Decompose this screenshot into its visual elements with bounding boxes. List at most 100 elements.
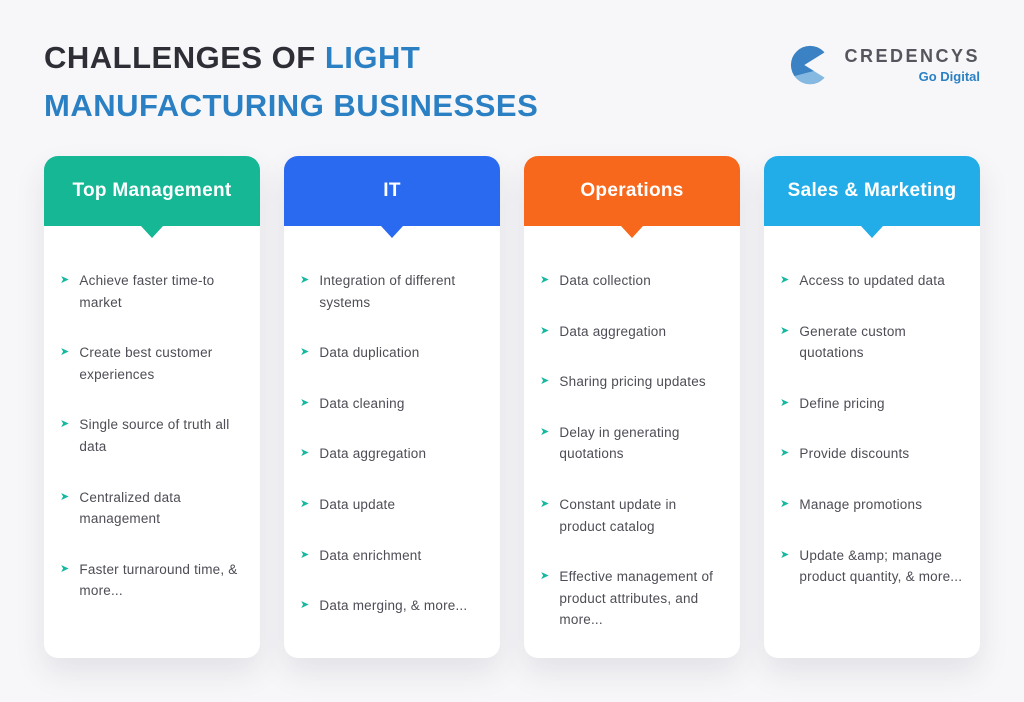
- arrow-bullet-icon: ➤: [60, 562, 70, 575]
- arrow-bullet-icon: ➤: [300, 548, 310, 561]
- logo-tagline: Go Digital: [918, 69, 980, 84]
- challenge-list: ➤ Data collection ➤ Data aggregation ➤ Shar…: [524, 226, 740, 678]
- arrow-bullet-icon: ➤: [780, 548, 790, 561]
- arrow-bullet-icon: ➤: [300, 346, 310, 359]
- item-text: Generate custom quotations: [799, 323, 906, 361]
- challenge-columns: Top Management ➤ Achieve faster time-to m…: [44, 156, 980, 659]
- list-item: ➤Data cleaning: [300, 393, 484, 415]
- column-card-it: IT ➤Integration of different systems ➤Da…: [284, 156, 500, 659]
- list-item: ➤ Data merging, & more...: [300, 595, 484, 617]
- column-header-label: Top Management: [72, 180, 232, 202]
- list-item: ➤ Centralized data management: [60, 487, 244, 530]
- arrow-bullet-icon: ➤: [60, 490, 70, 503]
- item-text: Data collection: [559, 273, 651, 289]
- arrow-bullet-icon: ➤: [540, 274, 550, 287]
- header-pointer-icon: [861, 226, 883, 239]
- arrow-bullet-icon: ➤: [540, 375, 550, 388]
- item-text: Data aggregation: [559, 323, 667, 339]
- item-text: Faster turnaround time, & more...: [79, 561, 238, 599]
- title-dark-text: CHALLENGES OF: [44, 40, 325, 75]
- list-item: ➤ Delay in generating quotations: [540, 422, 724, 465]
- item-text: Update &amp; manage product quantity, & …: [799, 547, 963, 585]
- list-item: ➤ Define pricing: [780, 393, 964, 415]
- list-item: ➤ Constant update in product catalog: [540, 494, 724, 537]
- infographic-page: CHALLENGES OF LIGHT MANUFACTURING BUSINE…: [44, 34, 980, 659]
- list-item: ➤ Provide discounts: [780, 443, 964, 465]
- list-item: ➤ Data update: [300, 494, 484, 516]
- item-text: Integration of different systems: [319, 273, 456, 310]
- arrow-bullet-icon: ➤: [60, 418, 70, 431]
- list-item: ➤Integration of different systems: [300, 270, 484, 313]
- item-text: Data enrichment: [319, 547, 422, 563]
- challenge-list: ➤ Achieve faster time-to market ➤ Create b…: [44, 226, 260, 649]
- list-item: ➤ Effective management of product attribu…: [540, 566, 724, 631]
- item-text: Sharing pricing updates: [559, 374, 706, 390]
- item-text: Achieve faster time-to market: [79, 273, 215, 310]
- column-card-top-management: Top Management ➤ Achieve faster time-to m…: [44, 156, 260, 659]
- item-text: Define pricing: [799, 395, 885, 411]
- item-text: Effective management of product attribut…: [559, 569, 714, 628]
- list-item: ➤ Data enrichment: [300, 545, 484, 567]
- arrow-bullet-icon: ➤: [60, 274, 70, 287]
- item-text: Data merging, & more...: [319, 598, 468, 614]
- column-header-sales-marketing: Sales & Marketing: [764, 156, 980, 239]
- logo-name: CREDENCYS: [844, 46, 980, 66]
- item-text: Create best customer experiences: [79, 345, 213, 382]
- title-line1: CHALLENGES OF LIGHT: [44, 40, 420, 75]
- item-text: Data cleaning: [319, 395, 405, 411]
- arrow-bullet-icon: ➤: [540, 324, 550, 337]
- arrow-bullet-icon: ➤: [300, 599, 310, 612]
- arrow-bullet-icon: ➤: [780, 498, 790, 511]
- logo: CREDENCYS Go Digital: [789, 42, 980, 88]
- page-title: CHALLENGES OF LIGHT MANUFACTURING BUSINE…: [44, 34, 538, 130]
- column-header-operations: Operations: [524, 156, 740, 239]
- logo-text: CREDENCYS Go Digital: [844, 46, 980, 84]
- list-item: ➤Access to updated data: [780, 270, 964, 292]
- column-header-top-management: Top Management: [44, 156, 260, 239]
- item-text: Constant update in product catalog: [559, 497, 677, 534]
- list-item: ➤ Data aggregation: [540, 321, 724, 343]
- challenge-list: ➤Integration of different systems ➤Data …: [284, 226, 500, 664]
- challenge-list: ➤Access to updated data ➤Generate custom…: [764, 226, 980, 635]
- item-text: Provide discounts: [799, 446, 910, 462]
- list-item: ➤ Create best customer experiences: [60, 342, 244, 385]
- list-item: ➤ Data duplication: [300, 342, 484, 364]
- arrow-bullet-icon: ➤: [300, 447, 310, 460]
- arrow-bullet-icon: ➤: [780, 447, 790, 460]
- list-item: ➤ Update &amp; manage product quantity, &…: [780, 545, 964, 588]
- arrow-bullet-icon: ➤: [540, 570, 550, 583]
- column-header-it: IT: [284, 156, 500, 239]
- item-text: Manage promotions: [799, 497, 923, 513]
- item-text: Data update: [319, 497, 396, 513]
- column-header-label: IT: [383, 180, 401, 202]
- arrow-bullet-icon: ➤: [60, 346, 70, 359]
- list-item: ➤ Data aggregation: [300, 443, 484, 465]
- item-text: Delay in generating quotations: [559, 424, 680, 462]
- list-item: ➤ Generate custom quotations: [780, 321, 964, 364]
- column-header-label: Operations: [580, 180, 684, 202]
- column-header-label: Sales & Marketing: [787, 180, 957, 202]
- arrow-bullet-icon: ➤: [540, 425, 550, 438]
- title-line2: MANUFACTURING BUSINESSES: [44, 88, 539, 124]
- title-accent-text: LIGHT: [324, 40, 421, 75]
- header-pointer-icon: [621, 226, 643, 239]
- credencys-logo-icon: [791, 45, 836, 85]
- item-text: Single source of truth all data: [79, 417, 230, 455]
- list-item: ➤ Manage promotions: [780, 494, 964, 516]
- list-item: ➤ Data collection: [540, 270, 724, 292]
- item-text: Access to updated data: [799, 273, 945, 289]
- column-card-operations: Operations ➤ Data collection ➤ Data aggreg…: [524, 156, 740, 659]
- arrow-bullet-icon: ➤: [300, 498, 310, 511]
- header-pointer-icon: [381, 226, 403, 239]
- header-pointer-icon: [141, 226, 163, 239]
- arrow-bullet-icon: ➤: [540, 498, 550, 511]
- arrow-bullet-icon: ➤: [780, 396, 790, 409]
- header-band: CHALLENGES OF LIGHT MANUFACTURING BUSINE…: [44, 34, 980, 130]
- list-item: ➤ Faster turnaround time, & more...: [60, 559, 244, 602]
- list-item: ➤ Single source of truth all data: [60, 414, 244, 457]
- item-text: Data duplication: [319, 345, 420, 361]
- arrow-bullet-icon: ➤: [780, 324, 790, 337]
- item-text: Data aggregation: [319, 446, 427, 462]
- item-text: Centralized data management: [79, 489, 181, 527]
- list-item: ➤ Achieve faster time-to market: [60, 270, 244, 313]
